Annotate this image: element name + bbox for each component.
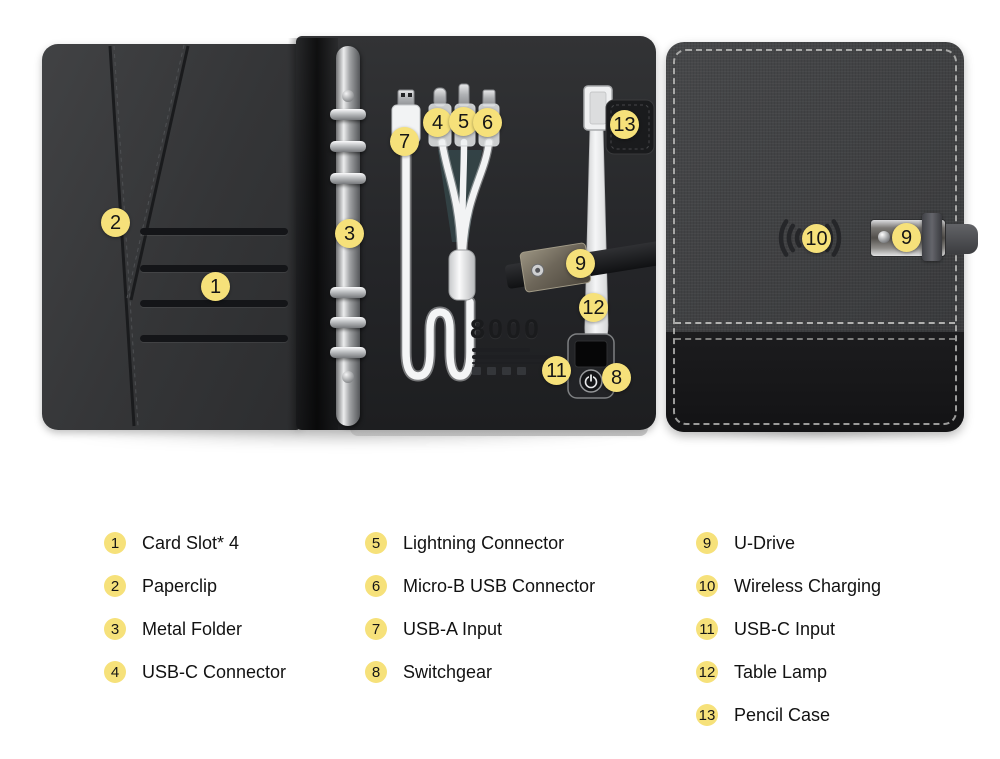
binder-ring bbox=[330, 317, 366, 328]
legend-column-2: 5 Lightning Connector 6 Micro-B USB Conn… bbox=[365, 532, 595, 683]
legend-label: Metal Folder bbox=[142, 618, 243, 639]
binder-rivet bbox=[342, 371, 354, 383]
callout-u-drive-open: 9 bbox=[566, 249, 595, 278]
legend-label: Micro-B USB Connector bbox=[403, 575, 596, 596]
usb-cable bbox=[402, 148, 474, 380]
legend-label: Switchgear bbox=[403, 661, 493, 682]
legend-label: USB-A Input bbox=[403, 618, 503, 639]
legend-item: 11 USB-C Input bbox=[696, 618, 881, 640]
card-slot-3 bbox=[140, 300, 288, 307]
legend-item: 13 Pencil Case bbox=[696, 704, 881, 726]
legend-label: Paperclip bbox=[142, 575, 218, 596]
certification-mark bbox=[472, 367, 481, 375]
legend-item: 1 Card Slot* 4 bbox=[104, 532, 286, 554]
fine-print-rule bbox=[472, 362, 560, 364]
card-slot-2 bbox=[140, 265, 288, 272]
legend-item: 4 USB-C Connector bbox=[104, 661, 286, 683]
legend-badge: 12 bbox=[696, 661, 718, 683]
seam-stitch-black bbox=[675, 338, 955, 340]
legend-badge: 5 bbox=[365, 532, 387, 554]
legend-item: 10 Wireless Charging bbox=[696, 575, 881, 597]
binder-ring bbox=[330, 173, 366, 184]
binder-ring bbox=[330, 287, 366, 298]
legend-badge: 11 bbox=[696, 618, 718, 640]
legend-badge: 7 bbox=[365, 618, 387, 640]
legend-item: 12 Table Lamp bbox=[696, 661, 881, 683]
legend-item: 5 Lightning Connector bbox=[365, 532, 595, 554]
cable-barrel bbox=[448, 249, 476, 301]
binder-rivet bbox=[342, 90, 354, 102]
three-in-one-stems bbox=[437, 137, 494, 255]
u-drive-eyelet bbox=[878, 231, 890, 243]
callout-metal-folder: 3 bbox=[335, 219, 364, 248]
legend-badge: 9 bbox=[696, 532, 718, 554]
legend-item: 6 Micro-B USB Connector bbox=[365, 575, 595, 597]
legend-label: Pencil Case bbox=[734, 704, 831, 725]
legend-label: U-Drive bbox=[734, 532, 795, 553]
card-slot-4 bbox=[140, 335, 288, 342]
callout-paperclip: 2 bbox=[101, 208, 130, 237]
callout-switchgear: 8 bbox=[602, 363, 631, 392]
callout-usb-c-connector: 4 bbox=[423, 108, 452, 137]
pocket-stitching bbox=[108, 44, 190, 427]
legend-item: 3 Metal Folder bbox=[104, 618, 286, 640]
fine-print-line bbox=[472, 355, 548, 359]
legend-badge: 4 bbox=[104, 661, 126, 683]
legend-badge: 13 bbox=[696, 704, 718, 726]
certification-mark bbox=[502, 367, 511, 375]
legend-item: 8 Switchgear bbox=[365, 661, 595, 683]
table-lamp bbox=[583, 85, 613, 347]
legend-badge: 10 bbox=[696, 575, 718, 597]
elastic-strap-tab bbox=[941, 224, 978, 254]
legend-label: USB-C Connector bbox=[142, 661, 287, 682]
legend-item: 7 USB-A Input bbox=[365, 618, 595, 640]
card-slot-1 bbox=[140, 228, 288, 235]
spine-crease bbox=[288, 38, 338, 430]
legend-badge: 6 bbox=[365, 575, 387, 597]
fine-print-line bbox=[472, 348, 530, 352]
legend-column-3: 9 U-Drive 10 Wireless Charging 11 USB-C … bbox=[696, 532, 881, 726]
callout-wireless-charging: 10 bbox=[802, 224, 831, 253]
open-notebook-left-cover bbox=[42, 44, 300, 430]
binder-ring bbox=[330, 347, 366, 358]
legend-label: USB-C Input bbox=[734, 618, 836, 639]
legend-item: 2 Paperclip bbox=[104, 575, 286, 597]
legend-column-1: 1 Card Slot* 4 2 Paperclip 3 Metal Folde… bbox=[104, 532, 286, 683]
certification-mark bbox=[487, 367, 496, 375]
callout-usb-c-input: 11 bbox=[542, 356, 571, 385]
legend-badge: 3 bbox=[104, 618, 126, 640]
switchgear-screen bbox=[574, 340, 608, 368]
legend-label: Wireless Charging bbox=[734, 575, 882, 596]
power-icon bbox=[584, 373, 598, 389]
callout-micro-b-connector: 6 bbox=[473, 108, 502, 137]
elastic-strap-loop bbox=[922, 213, 942, 261]
closed-notebook-cover bbox=[666, 42, 964, 432]
certification-mark bbox=[517, 367, 526, 375]
legend-badge: 1 bbox=[104, 532, 126, 554]
callout-usb-a-input: 7 bbox=[390, 127, 419, 156]
callout-card-slot: 1 bbox=[201, 272, 230, 301]
callout-table-lamp: 12 bbox=[579, 293, 608, 322]
legend-item: 9 U-Drive bbox=[696, 532, 881, 554]
legend-label: Lightning Connector bbox=[403, 532, 565, 553]
legend-label: Table Lamp bbox=[734, 661, 828, 682]
legend-label: Card Slot* 4 bbox=[142, 532, 240, 553]
binder-ring bbox=[330, 141, 366, 152]
seam-stitch-gray bbox=[675, 322, 955, 324]
callout-u-drive-closed: 9 bbox=[892, 223, 921, 252]
closed-cover-black-band bbox=[666, 332, 964, 432]
binder-ring bbox=[330, 109, 366, 120]
callout-pencil-case: 13 bbox=[610, 110, 639, 139]
legend-badge: 2 bbox=[104, 575, 126, 597]
legend-badge: 8 bbox=[365, 661, 387, 683]
capacity-embossed-text: 8000 bbox=[470, 314, 543, 344]
